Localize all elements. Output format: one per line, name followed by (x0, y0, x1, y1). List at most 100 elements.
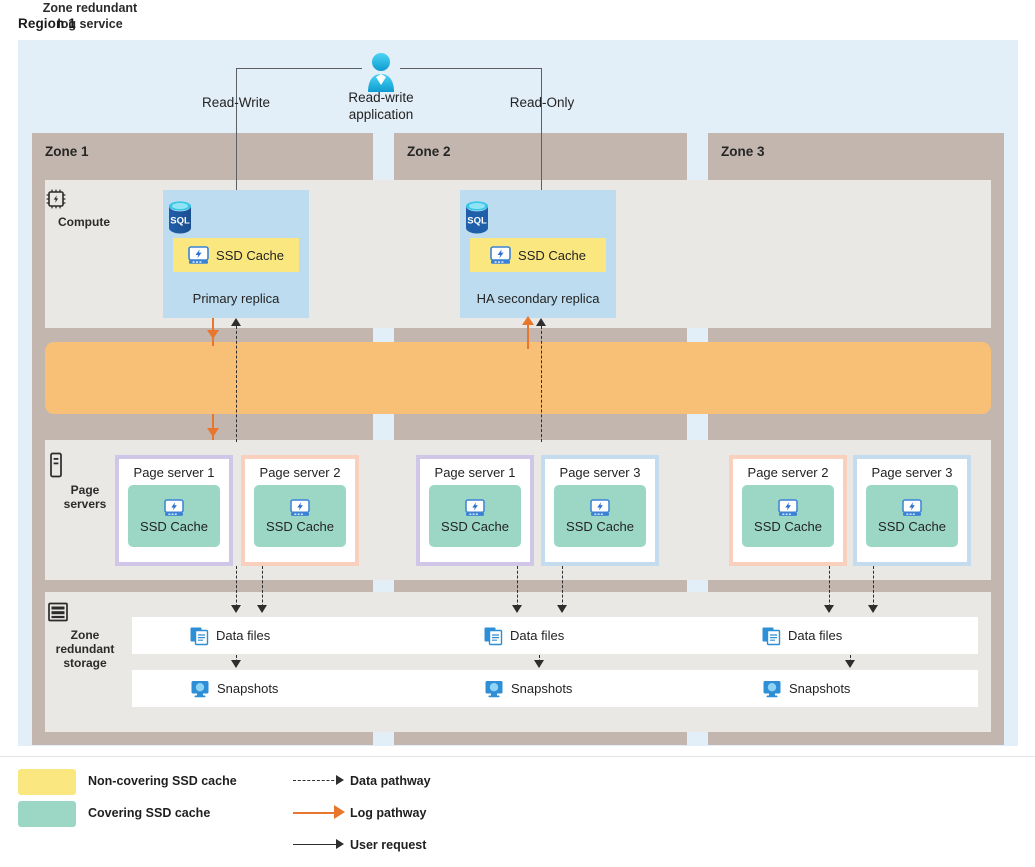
page-server-ssd-cache-z1-2: SSD Cache (254, 485, 346, 547)
snapshots-label-1: Snapshots (217, 681, 279, 696)
ssd-drive-icon (590, 498, 610, 517)
region-title: Region 1 (18, 16, 76, 31)
svg-text:SQL: SQL (467, 216, 487, 227)
page-server-ssd-cache-z2-2: SSD Cache (554, 485, 646, 547)
page-server-ssd-label-z2-1: SSD Cache (441, 518, 509, 534)
log-service-label-line-1: Zone redundant (42, 1, 138, 15)
legend-line-data-pathway (293, 780, 339, 781)
snapshot-monitor-icon (190, 679, 210, 699)
data-pathway-primary-up (236, 326, 237, 442)
snapshot-monitor-icon (484, 679, 504, 699)
primary-replica-card[interactable]: SQL SSD Cache Primary replica (163, 190, 309, 318)
log-service-label: Zone redundant log service (0, 0, 180, 32)
storage-label-line-1: Zone (70, 628, 100, 642)
zone-redundant-log-service (45, 342, 991, 414)
snapshots-cell-3: Snapshots (700, 679, 978, 699)
data-pathway-arrowhead-ps-z1-2 (257, 605, 267, 613)
primary-replica-name: Primary replica (192, 291, 280, 306)
page-server-ssd-label-z1-1: SSD Cache (140, 518, 208, 534)
user-request-drop-right (541, 68, 542, 208)
log-pathway-pageservers-down (212, 414, 214, 440)
page-servers-row-label: Page servers (46, 452, 124, 511)
sql-database-icon: SQL (460, 198, 616, 238)
page-server-ssd-cache-z3-1: SSD Cache (742, 485, 834, 547)
page-server-card-z3-1[interactable]: Page server 2 SSD Cache (729, 455, 847, 566)
data-files-label-2: Data files (510, 628, 565, 643)
log-pathway-ha-up (527, 325, 529, 349)
page-server-title-z3-1: Page server 2 (747, 465, 829, 480)
snapshot-arrowhead-1 (231, 660, 241, 668)
page-server-card-z3-2[interactable]: Page server 3 SSD Cache (853, 455, 971, 566)
data-pathway-ps-z2-2-down (562, 566, 563, 612)
page-server-title-z1-1: Page server 1 (133, 465, 215, 480)
legend-arrowhead-user (336, 839, 344, 849)
primary-replica-ssd-cache: SSD Cache (173, 238, 299, 272)
read-write-application-label: Read-write application (322, 89, 440, 123)
page-servers-label-line-2: servers (63, 497, 107, 511)
data-files-label-3: Data files (788, 628, 843, 643)
snapshots-row: Snapshots Snapshots (132, 670, 978, 707)
snapshots-cell-2: Snapshots (406, 679, 700, 699)
user-request-line-left (236, 68, 362, 69)
ssd-drive-icon (778, 498, 798, 517)
documents-icon (484, 626, 503, 646)
storage-label-line-2: redundant (55, 642, 115, 656)
legend-label-user-request: User request (350, 838, 427, 852)
data-pathway-ps-z3-2-down (873, 566, 874, 612)
page-server-ssd-cache-z3-2: SSD Cache (866, 485, 958, 547)
zone-header-label-2: Zone 2 (407, 144, 451, 159)
ssd-drive-icon (902, 498, 922, 517)
page-server-ssd-label-z1-2: SSD Cache (266, 518, 334, 534)
legend (0, 756, 1035, 867)
ssd-drive-icon (465, 498, 485, 517)
ha-secondary-replica-card[interactable]: SQL SSD Cache HA secondary replica (460, 190, 616, 318)
data-pathway-arrowhead-ps-z3-2 (868, 605, 878, 613)
log-service-label-line-2: log service (57, 17, 123, 31)
data-files-label-1: Data files (216, 628, 271, 643)
data-pathway-arrowhead-ps-z2-2 (557, 605, 567, 613)
snapshots-label-2: Snapshots (511, 681, 573, 696)
data-pathway-ps-z2-1-down (517, 566, 518, 612)
log-pathway-arrowhead-3 (522, 316, 534, 325)
data-files-row: Data files Data files Data files (132, 617, 978, 654)
data-pathway-ps-z1-2-down (262, 566, 263, 612)
page-server-ssd-cache-z2-1: SSD Cache (429, 485, 521, 547)
data-pathway-ps-z3-1-down (829, 566, 830, 612)
ssd-drive-icon (188, 245, 209, 265)
page-server-card-z1-1[interactable]: Page server 1 SSD Cache (115, 455, 233, 566)
page-server-title-z3-2: Page server 3 (871, 465, 953, 480)
page-server-ssd-label-z3-2: SSD Cache (878, 518, 946, 534)
storage-stack-icon (46, 601, 124, 623)
read-only-path-label: Read-Only (509, 95, 575, 110)
snapshots-label-3: Snapshots (789, 681, 851, 696)
zone-header-label-3: Zone 3 (721, 144, 765, 159)
data-files-cell-2: Data files (406, 626, 700, 646)
snapshot-monitor-icon (762, 679, 782, 699)
page-server-card-z2-2[interactable]: Page server 3 SSD Cache (541, 455, 659, 566)
legend-swatch-covering (18, 801, 76, 827)
data-pathway-arrowhead-ps-z2-1 (512, 605, 522, 613)
compute-row-label: Compute (45, 188, 123, 229)
svg-text:SQL: SQL (170, 216, 190, 227)
legend-line-log-pathway (293, 812, 339, 814)
app-label-line-2: application (348, 107, 414, 122)
read-write-path-label: Read-Write (201, 95, 271, 110)
legend-label-data-pathway: Data pathway (350, 774, 431, 788)
documents-icon (190, 626, 209, 646)
compute-row-label-text: Compute (58, 215, 110, 229)
page-server-card-z2-1[interactable]: Page server 1 SSD Cache (416, 455, 534, 566)
page-server-card-z1-2[interactable]: Page server 2 SSD Cache (241, 455, 359, 566)
page-servers-label-line-1: Page (70, 483, 100, 497)
storage-band (45, 592, 991, 732)
user-request-line-right (400, 68, 542, 69)
primary-replica-ssd-cache-label: SSD Cache (216, 247, 284, 263)
page-server-title-z1-2: Page server 2 (259, 465, 341, 480)
sql-database-icon: SQL (163, 198, 309, 238)
log-pathway-arrowhead-2 (207, 428, 219, 437)
page-server-ssd-cache-z1-1: SSD Cache (128, 485, 220, 547)
log-pathway-arrowhead-1 (207, 330, 219, 339)
ha-secondary-replica-name: HA secondary replica (476, 291, 600, 306)
legend-line-user-request (293, 844, 339, 845)
data-pathway-arrowhead-primary (231, 318, 241, 326)
legend-label-covering: Covering SSD cache (88, 806, 211, 820)
